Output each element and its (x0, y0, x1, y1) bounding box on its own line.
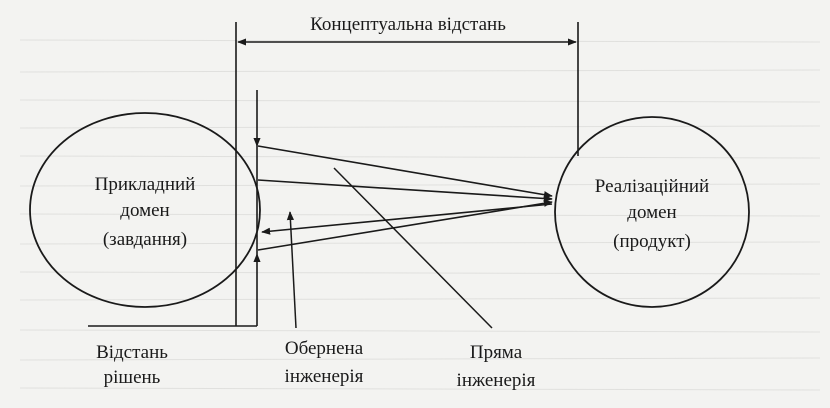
forward-engineering-line1: Пряма (470, 342, 523, 363)
application-domain-line1: Прикладний (95, 174, 196, 195)
forward-engineering-line-1 (257, 145, 553, 199)
solution-distance-line2: рішень (104, 367, 161, 388)
forward-engineering-line2: інженерія (457, 370, 536, 391)
reverse-engineering-line2: інженерія (285, 366, 364, 387)
conceptual-distance-label: Концептуальна відстань (310, 14, 506, 35)
implementation-domain-line2: домен (627, 202, 676, 223)
application-domain-line2: домен (120, 200, 169, 221)
application-domain-ellipse (29, 112, 261, 308)
forward-engineering-line-2 (257, 179, 553, 203)
background-texture (19, 39, 821, 391)
reverse-engineering-pointer (286, 211, 297, 329)
implementation-domain-ellipse (554, 116, 750, 308)
forward-engineering-line-3 (257, 199, 553, 251)
implementation-domain-line1: Реалізаційний (595, 176, 709, 197)
solution-distance-line1: Відстань (96, 342, 168, 363)
forward-engineering-pointer (333, 167, 493, 329)
application-domain-line3: (завдання) (103, 229, 187, 250)
implementation-domain-line3: (продукт) (613, 231, 691, 252)
reverse-engineering-arrow (261, 203, 553, 235)
reverse-engineering-line1: Обернена (285, 338, 364, 359)
